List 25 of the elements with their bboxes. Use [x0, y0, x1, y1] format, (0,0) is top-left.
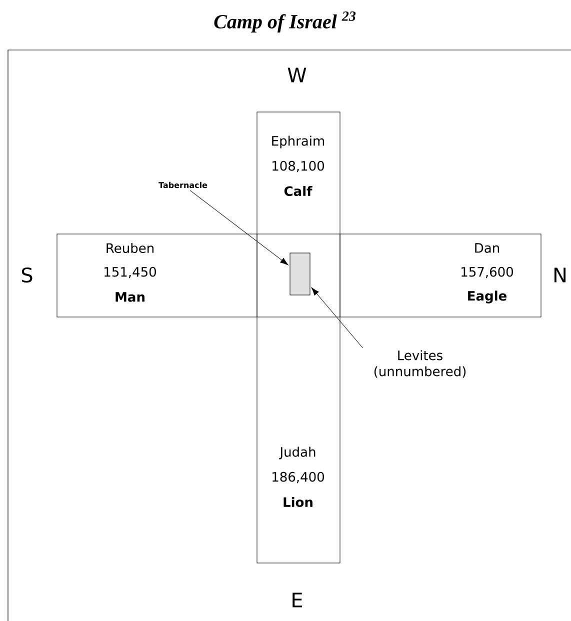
callout-text: Levites (unnumbered)	[374, 350, 466, 378]
camp-box	[340, 234, 542, 318]
compass-letter: E	[292, 592, 302, 608]
callout-text: Tabernacle	[158, 182, 208, 188]
camp-box	[256, 112, 340, 234]
camp-text: 151,450	[104, 266, 156, 278]
camp-box	[56, 234, 258, 318]
camp-text: Ephraim	[272, 136, 324, 148]
camp-text: 157,600	[462, 266, 513, 278]
camp-box	[256, 316, 340, 564]
camp-text: Dan	[475, 243, 499, 253]
camp-text: 186,400	[272, 472, 324, 484]
tabernacle-box	[290, 252, 310, 296]
compass-letter: W	[288, 68, 306, 82]
camp-text: Calf	[284, 186, 312, 196]
camp-text: Man	[116, 292, 144, 302]
arrow	[190, 190, 288, 266]
title: Camp of Israel $^{23}$	[214, 11, 356, 33]
arrow	[311, 287, 364, 348]
camp-text: Reuben	[106, 242, 154, 254]
camp-text: Judah	[279, 446, 316, 460]
camp-text: Eagle	[468, 290, 506, 304]
camp-text: Lion	[284, 496, 312, 508]
camp-text: 108,100	[272, 160, 324, 172]
compass-letter: S	[22, 267, 32, 283]
